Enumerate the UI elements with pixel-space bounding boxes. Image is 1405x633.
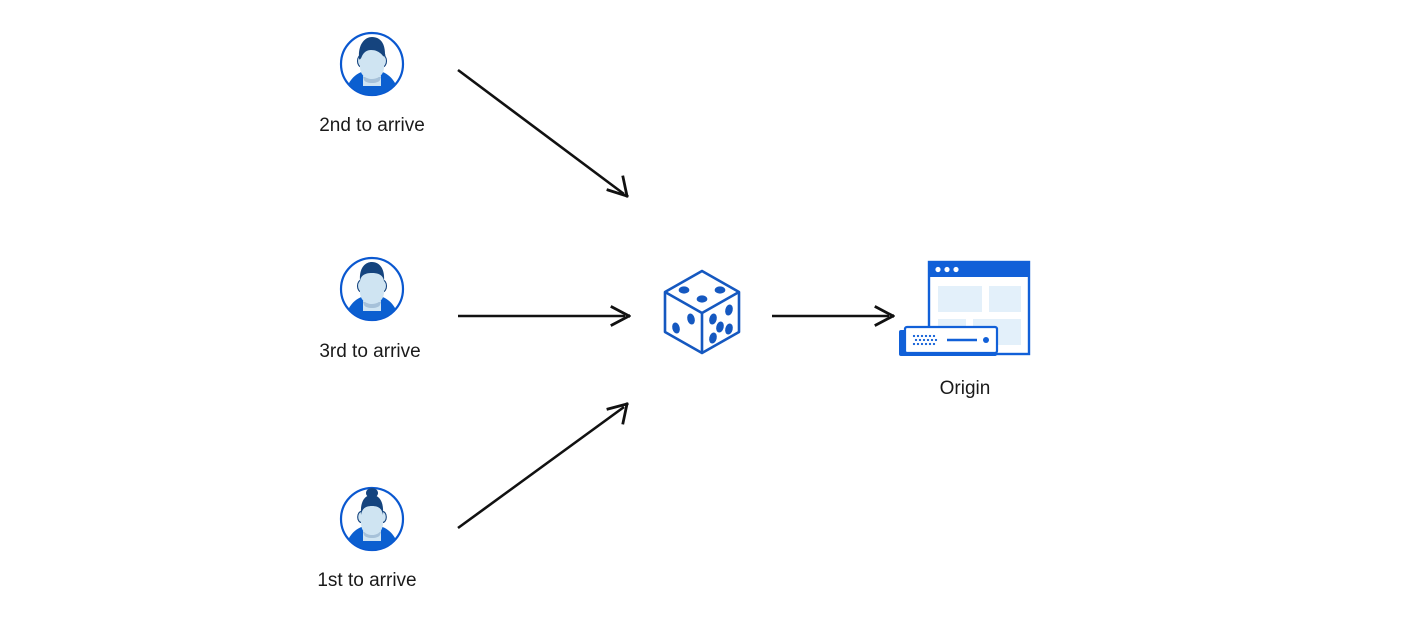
server-appliance-icon [899,325,999,356]
arrow-dice-to-origin [772,305,895,327]
client-node-2nd [338,30,406,103]
arrow-1st-to-dice [457,402,629,530]
origin-node [893,258,1038,373]
dice-icon [663,269,741,355]
user-avatar-icon [339,31,405,97]
arrow-2nd-to-dice [457,68,629,198]
origin-server-icon [899,260,1031,356]
user-avatar-icon [339,256,405,322]
arrow-3rd-to-dice [458,305,631,327]
client-node-3rd [338,255,406,328]
client-label-1st: 1st to arrive [317,570,417,591]
client-label-2nd: 2nd to arrive [319,115,425,136]
origin-label: Origin [939,378,991,399]
client-node-1st [338,485,406,558]
randomizer-node [660,266,744,363]
user-avatar-icon [339,486,405,552]
client-label-3rd: 3rd to arrive [319,341,421,362]
